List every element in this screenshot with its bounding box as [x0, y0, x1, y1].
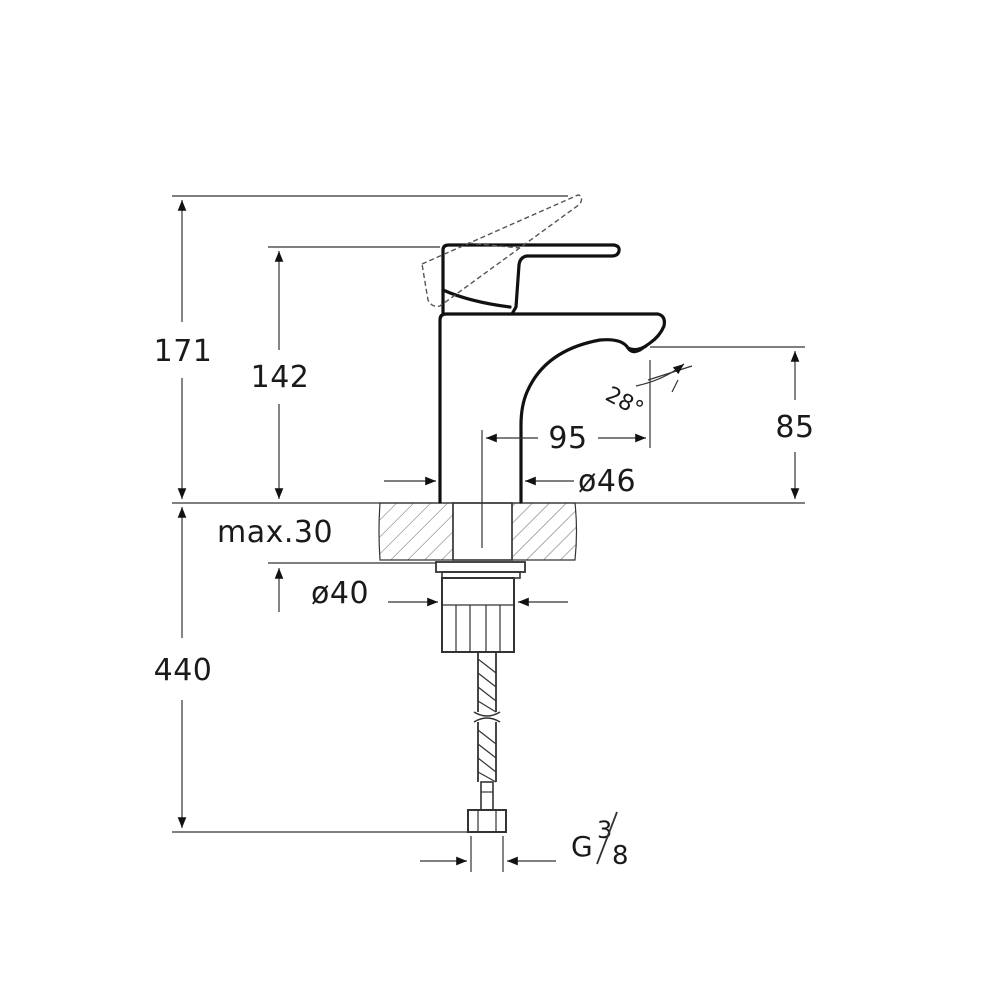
dimension-spout-height: 85	[775, 351, 814, 499]
dimension-handle-height: 142	[251, 251, 310, 499]
flexible-hose	[467, 652, 507, 833]
spout-height-label: 85	[775, 410, 814, 445]
connection-numerator-label: 3	[597, 816, 612, 844]
body-diameter-label: ø46	[578, 464, 636, 499]
connection-denominator-label: 8	[612, 841, 629, 871]
handle-height-label: 142	[251, 360, 310, 395]
handle-raised-position	[421, 194, 583, 308]
spout-reach-label: 95	[548, 421, 587, 456]
overall-height-label: 171	[154, 334, 213, 369]
faucet-body	[438, 243, 666, 504]
dimension-overall-height: 171	[154, 200, 213, 499]
connection-fraction-slash	[596, 811, 618, 865]
dimension-body-diameter: ø46	[384, 464, 636, 499]
hose-length-label: 440	[154, 653, 213, 688]
deck-thickness-label: max.30	[217, 515, 333, 550]
dimension-spout-angle: 28°	[601, 363, 693, 423]
dimension-hose-length: 440	[154, 532, 213, 828]
dimension-spout-reach: 95	[486, 421, 646, 456]
countertop-section	[378, 502, 578, 561]
dimension-deck-thickness: max.30	[177, 506, 333, 612]
spout-angle-label: 28°	[601, 382, 647, 422]
connection-prefix-label: G	[571, 830, 593, 863]
dimension-connection-thread: G 3 8	[420, 811, 629, 871]
fixing-diameter-label: ø40	[311, 576, 369, 611]
extension-lines	[172, 195, 805, 872]
dimension-fixing-diameter: ø40	[311, 576, 568, 611]
